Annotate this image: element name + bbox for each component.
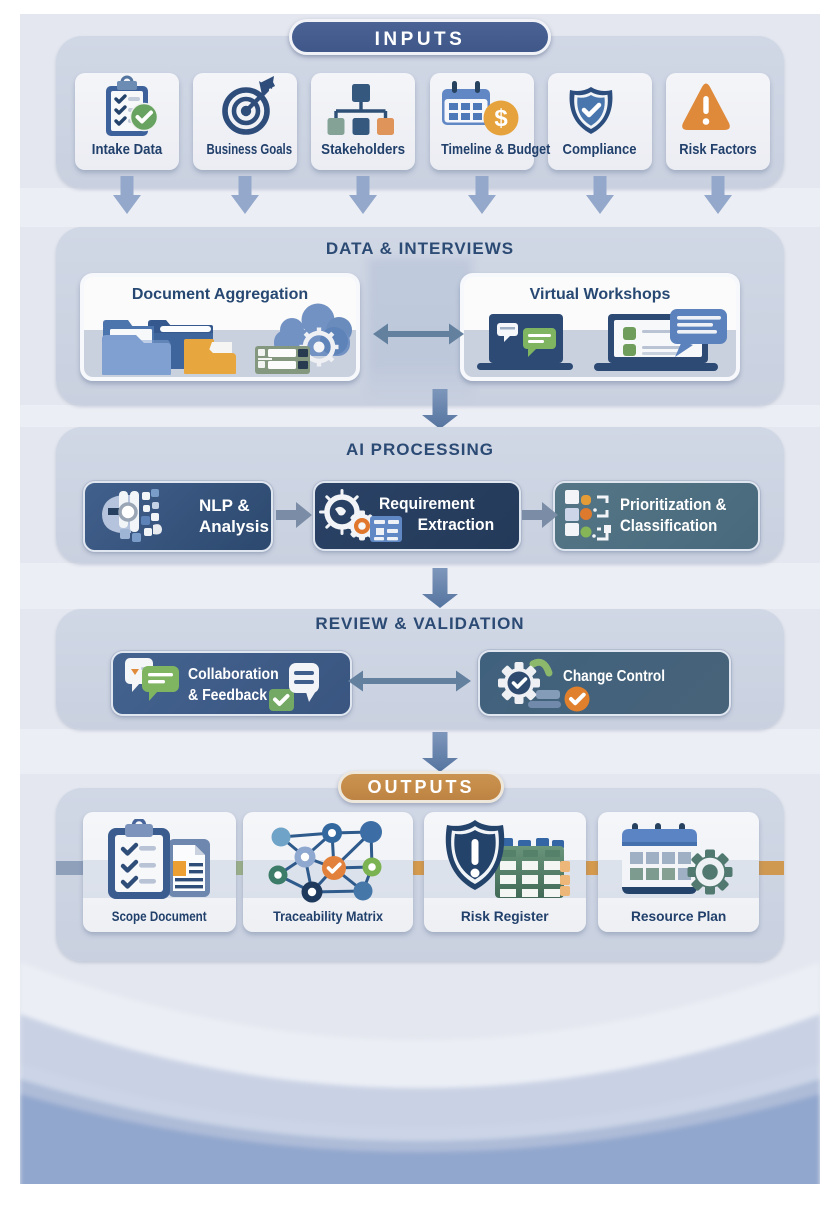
svg-text:$: $ <box>494 105 508 132</box>
